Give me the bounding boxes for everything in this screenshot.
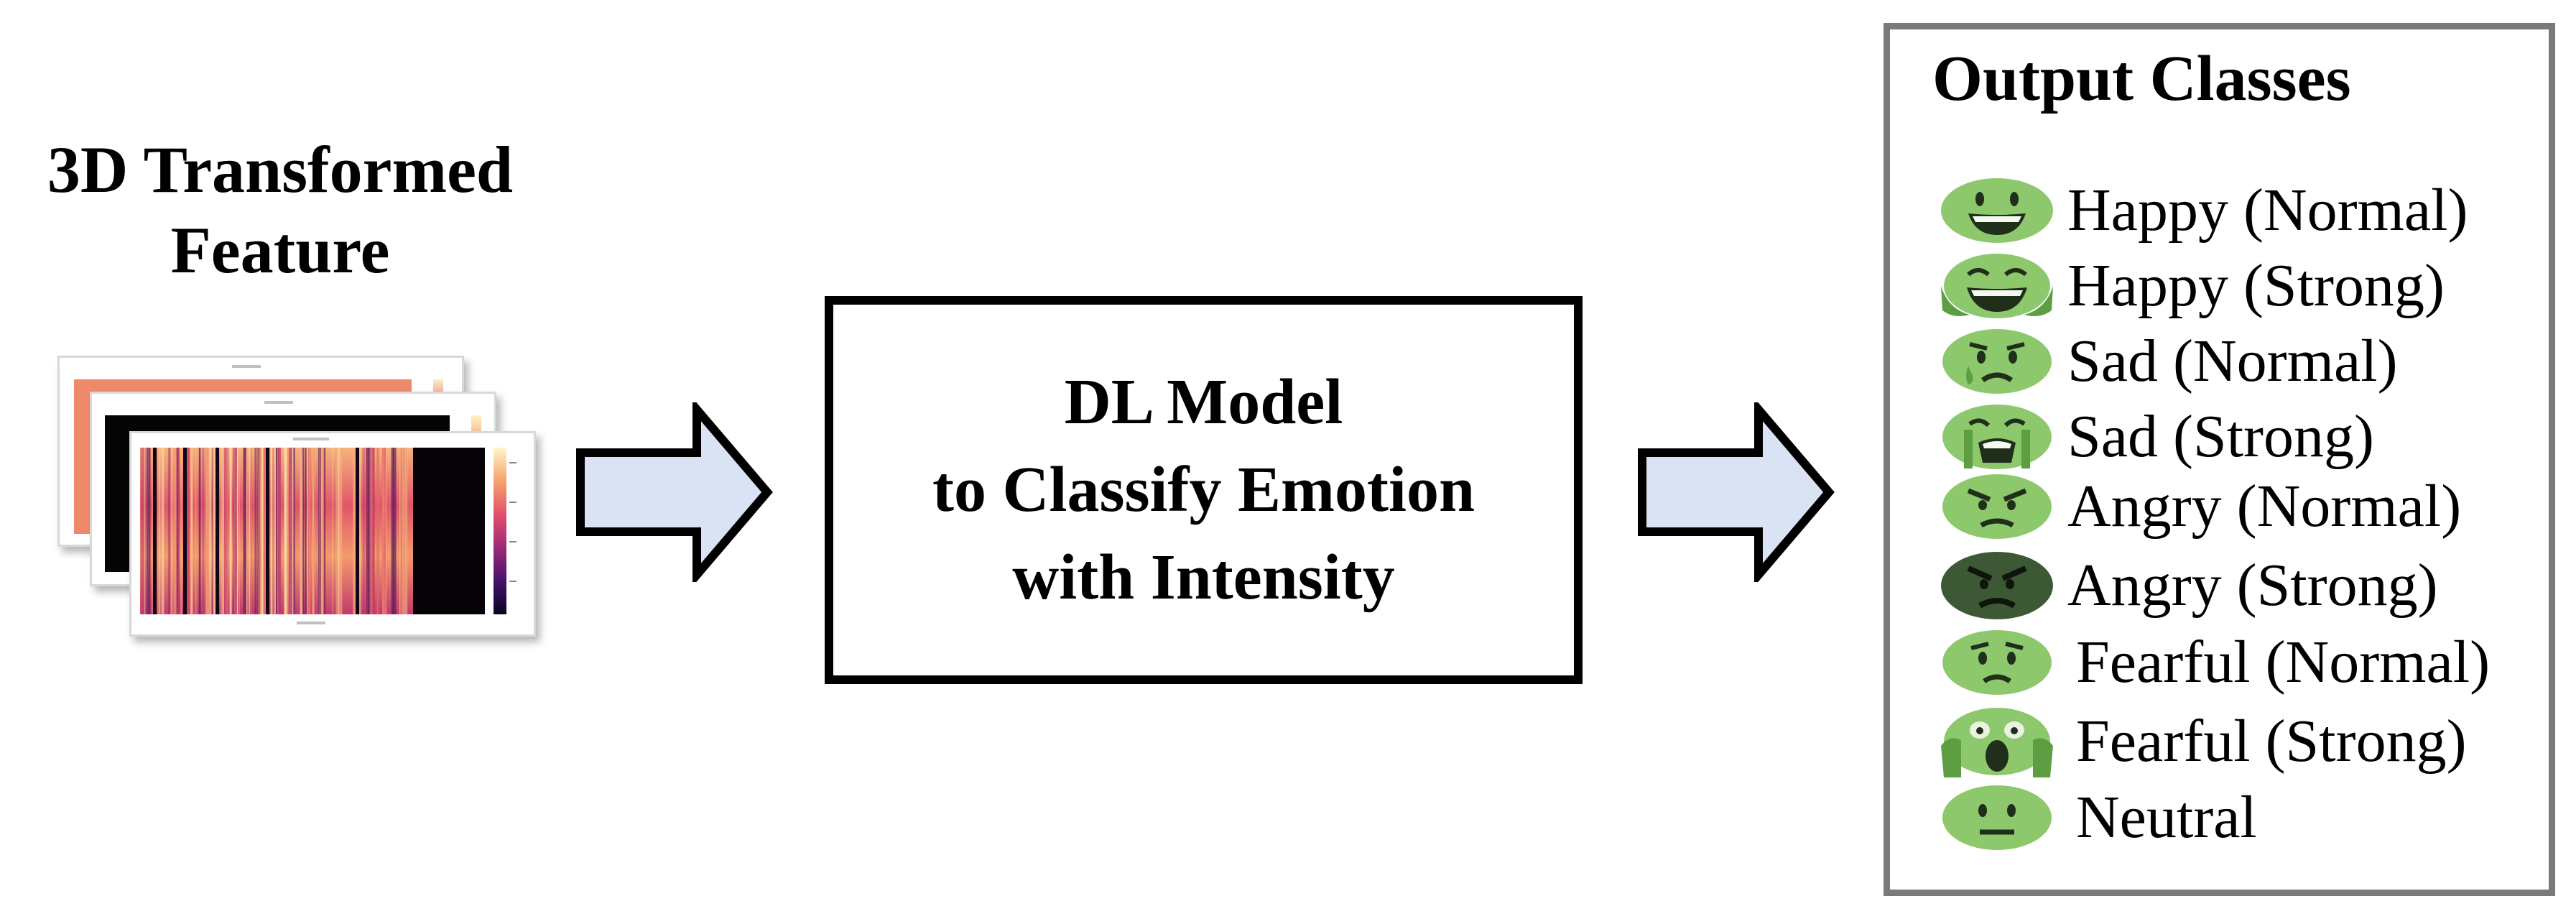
class-label: Fearful (Strong) <box>2076 708 2467 775</box>
tears-of-joy-face-icon <box>1941 254 2053 318</box>
colorbar-tick <box>509 502 516 503</box>
class-label: Neutral <box>2076 784 2257 851</box>
model-title-line-2: to Classify Emotion <box>932 454 1475 525</box>
spectrogram-axis-mark <box>297 622 325 624</box>
colorbar-tick <box>509 462 516 463</box>
class-item-happy-strong: Happy (Strong) <box>1940 250 2550 322</box>
input-title-line-1: 3D Transformed <box>47 133 514 206</box>
class-label: Fearful (Normal) <box>2076 629 2491 696</box>
spectrogram-frame-front <box>129 431 536 637</box>
model-title-line-3: with Intensity <box>1012 542 1395 613</box>
class-item-fearful-normal: Fearful (Normal) <box>1940 627 2550 698</box>
class-label: Sad (Strong) <box>2067 403 2374 470</box>
class-item-happy-normal: Happy (Normal) <box>1940 175 2550 246</box>
model-title-line-1: DL Model <box>1064 366 1343 438</box>
spectrogram-plot <box>140 448 485 614</box>
worried-face-icon <box>1942 630 2052 695</box>
colorbar-tick <box>509 541 516 542</box>
grinning-face-icon <box>1941 178 2053 243</box>
spectrogram-title-mark <box>232 365 261 368</box>
class-item-sad-strong: Sad (Strong) <box>1940 401 2550 473</box>
sad-face-icon <box>1942 329 2052 394</box>
angry-face-icon <box>1942 474 2052 539</box>
class-item-fearful-strong: Fearful (Strong) <box>1940 706 2550 777</box>
class-label: Angry (Normal) <box>2067 473 2462 540</box>
output-classes-title: Output Classes <box>1932 43 2351 114</box>
arrow-to-output-icon <box>1638 402 1835 582</box>
neutral-face-icon <box>1942 785 2052 850</box>
screaming-face-icon <box>1941 708 2053 777</box>
furious-face-icon <box>1941 552 2053 619</box>
crying-face-icon <box>1942 405 2052 469</box>
class-label: Happy (Strong) <box>2067 252 2445 319</box>
arrow-to-model-icon <box>576 402 773 582</box>
input-title-line-2: Feature <box>170 213 390 287</box>
class-item-sad-normal: Sad (Normal) <box>1940 325 2550 397</box>
class-item-neutral: Neutral <box>1940 782 2550 854</box>
input-feature-title: 3D Transformed Feature <box>0 129 560 290</box>
dl-model-box: DL Model to Classify Emotion with Intens… <box>825 296 1583 684</box>
class-item-angry-normal: Angry (Normal) <box>1940 471 2550 542</box>
spectrogram-colorbar <box>494 448 506 614</box>
class-item-angry-strong: Angry (Strong) <box>1940 550 2550 622</box>
class-label: Happy (Normal) <box>2067 177 2468 244</box>
colorbar-tick <box>509 581 516 582</box>
spectrogram-title-mark <box>264 401 293 404</box>
class-label: Sad (Normal) <box>2067 328 2398 394</box>
class-label: Angry (Strong) <box>2067 552 2438 619</box>
spectrogram-title-mark <box>293 438 329 440</box>
